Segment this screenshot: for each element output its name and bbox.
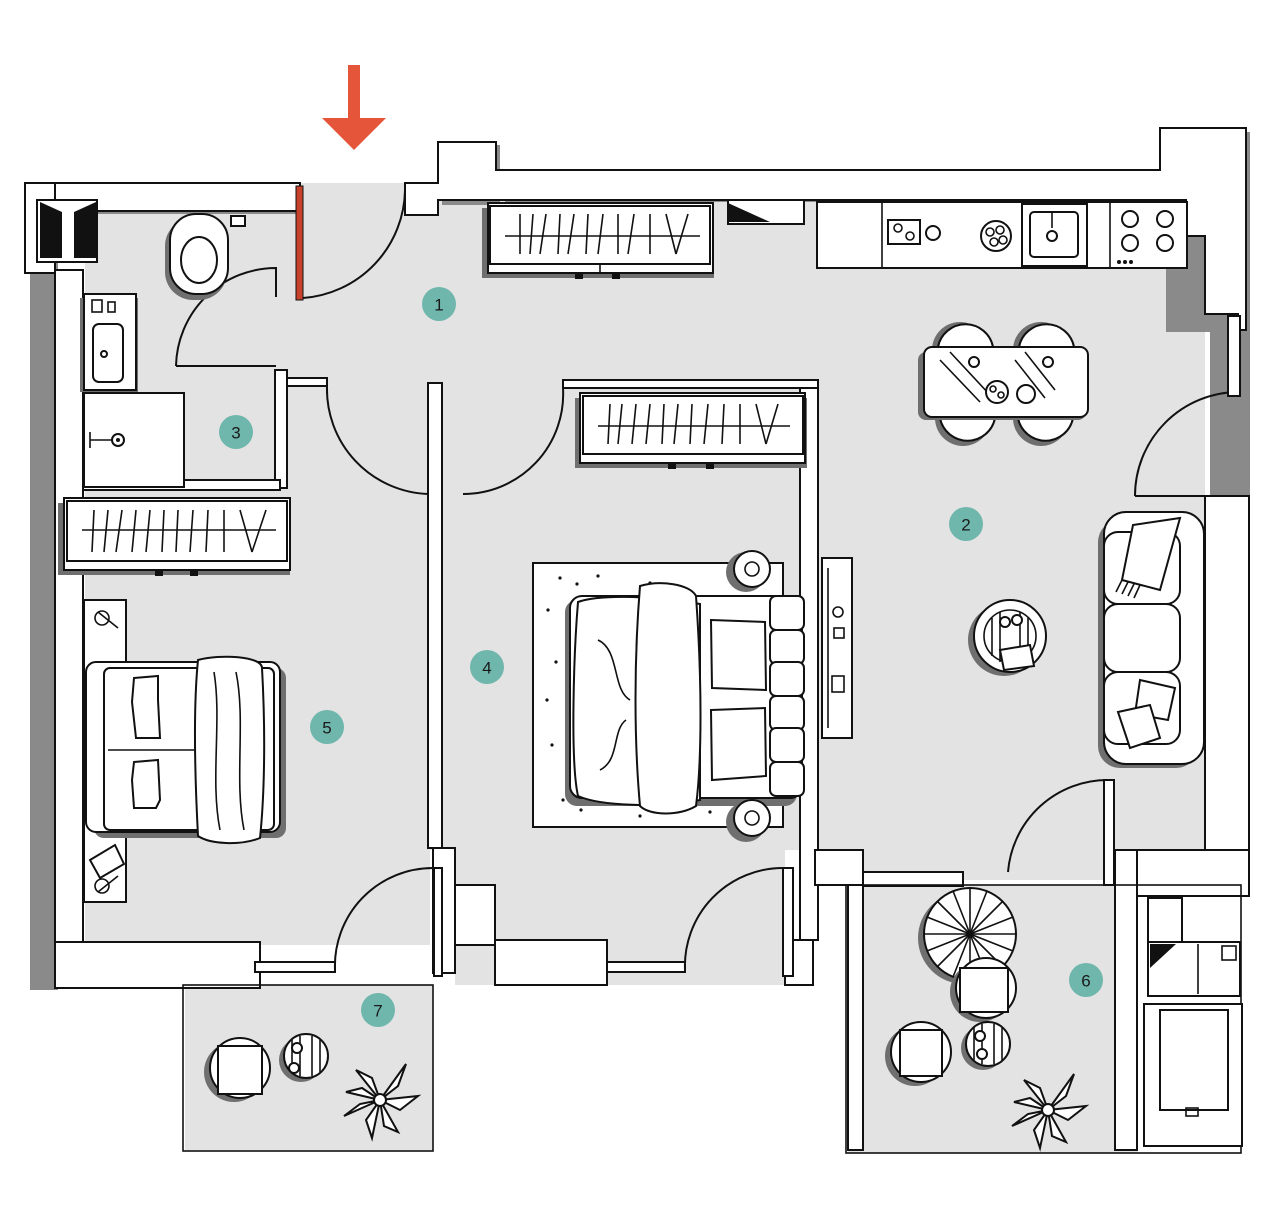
toilet-icon: [165, 213, 246, 300]
chair-icon: [932, 322, 1076, 446]
armchair-icon: [885, 1021, 952, 1086]
shower-icon: [83, 392, 185, 488]
armchair-icon: [950, 957, 1017, 1022]
armchair-icon: [204, 1037, 271, 1102]
room-marker-7: 7: [361, 993, 395, 1027]
kitchen-sink-icon: [1021, 203, 1088, 267]
room-number: 2: [961, 516, 970, 535]
side-table-icon: [279, 1033, 329, 1082]
room-marker-3: 3: [219, 415, 253, 449]
outer-walls: [24, 127, 1250, 1154]
room-number: 6: [1081, 972, 1090, 991]
room-marker-4: 4: [470, 650, 504, 684]
entrance-door-leaf: [295, 185, 304, 301]
wardrobe-bedroom-4: [575, 392, 807, 469]
room-number: 1: [434, 296, 443, 315]
bed-icon: [83, 599, 286, 903]
room-number: 4: [482, 659, 491, 678]
fruit-bowl-icon: [980, 220, 1012, 252]
room-number: 3: [231, 424, 240, 443]
side-table-icon: [961, 1021, 1011, 1070]
room-number: 7: [373, 1002, 382, 1021]
room-number: 5: [322, 719, 331, 738]
tv-console: [821, 557, 853, 739]
room-marker-6: 6: [1069, 963, 1103, 997]
bathroom: [36, 199, 246, 488]
coffee-table-icon: [968, 599, 1047, 676]
room-marker-5: 5: [310, 710, 344, 744]
sink-icon: [80, 293, 138, 392]
doors: [175, 266, 1241, 977]
plant-icon: [343, 1063, 422, 1142]
wardrobe-bedroom-5: [58, 497, 291, 576]
kitchen: [727, 199, 1188, 269]
washing-machine-icon: [1143, 897, 1243, 1147]
bed-icon: [532, 550, 805, 842]
room-marker-1: 1: [422, 287, 456, 321]
wardrobe-hallway: [482, 202, 714, 279]
dining-table-icon: [918, 322, 1089, 446]
balcony-6: [885, 887, 1090, 1152]
entrance-arrow-icon: [322, 65, 386, 150]
entrance: [295, 65, 406, 301]
balcony-7: [204, 1033, 422, 1142]
room-marker-2: 2: [949, 507, 983, 541]
plant-icon: [1011, 1073, 1090, 1152]
sofa-icon: [1098, 511, 1205, 768]
stove-icon: [1117, 210, 1174, 264]
